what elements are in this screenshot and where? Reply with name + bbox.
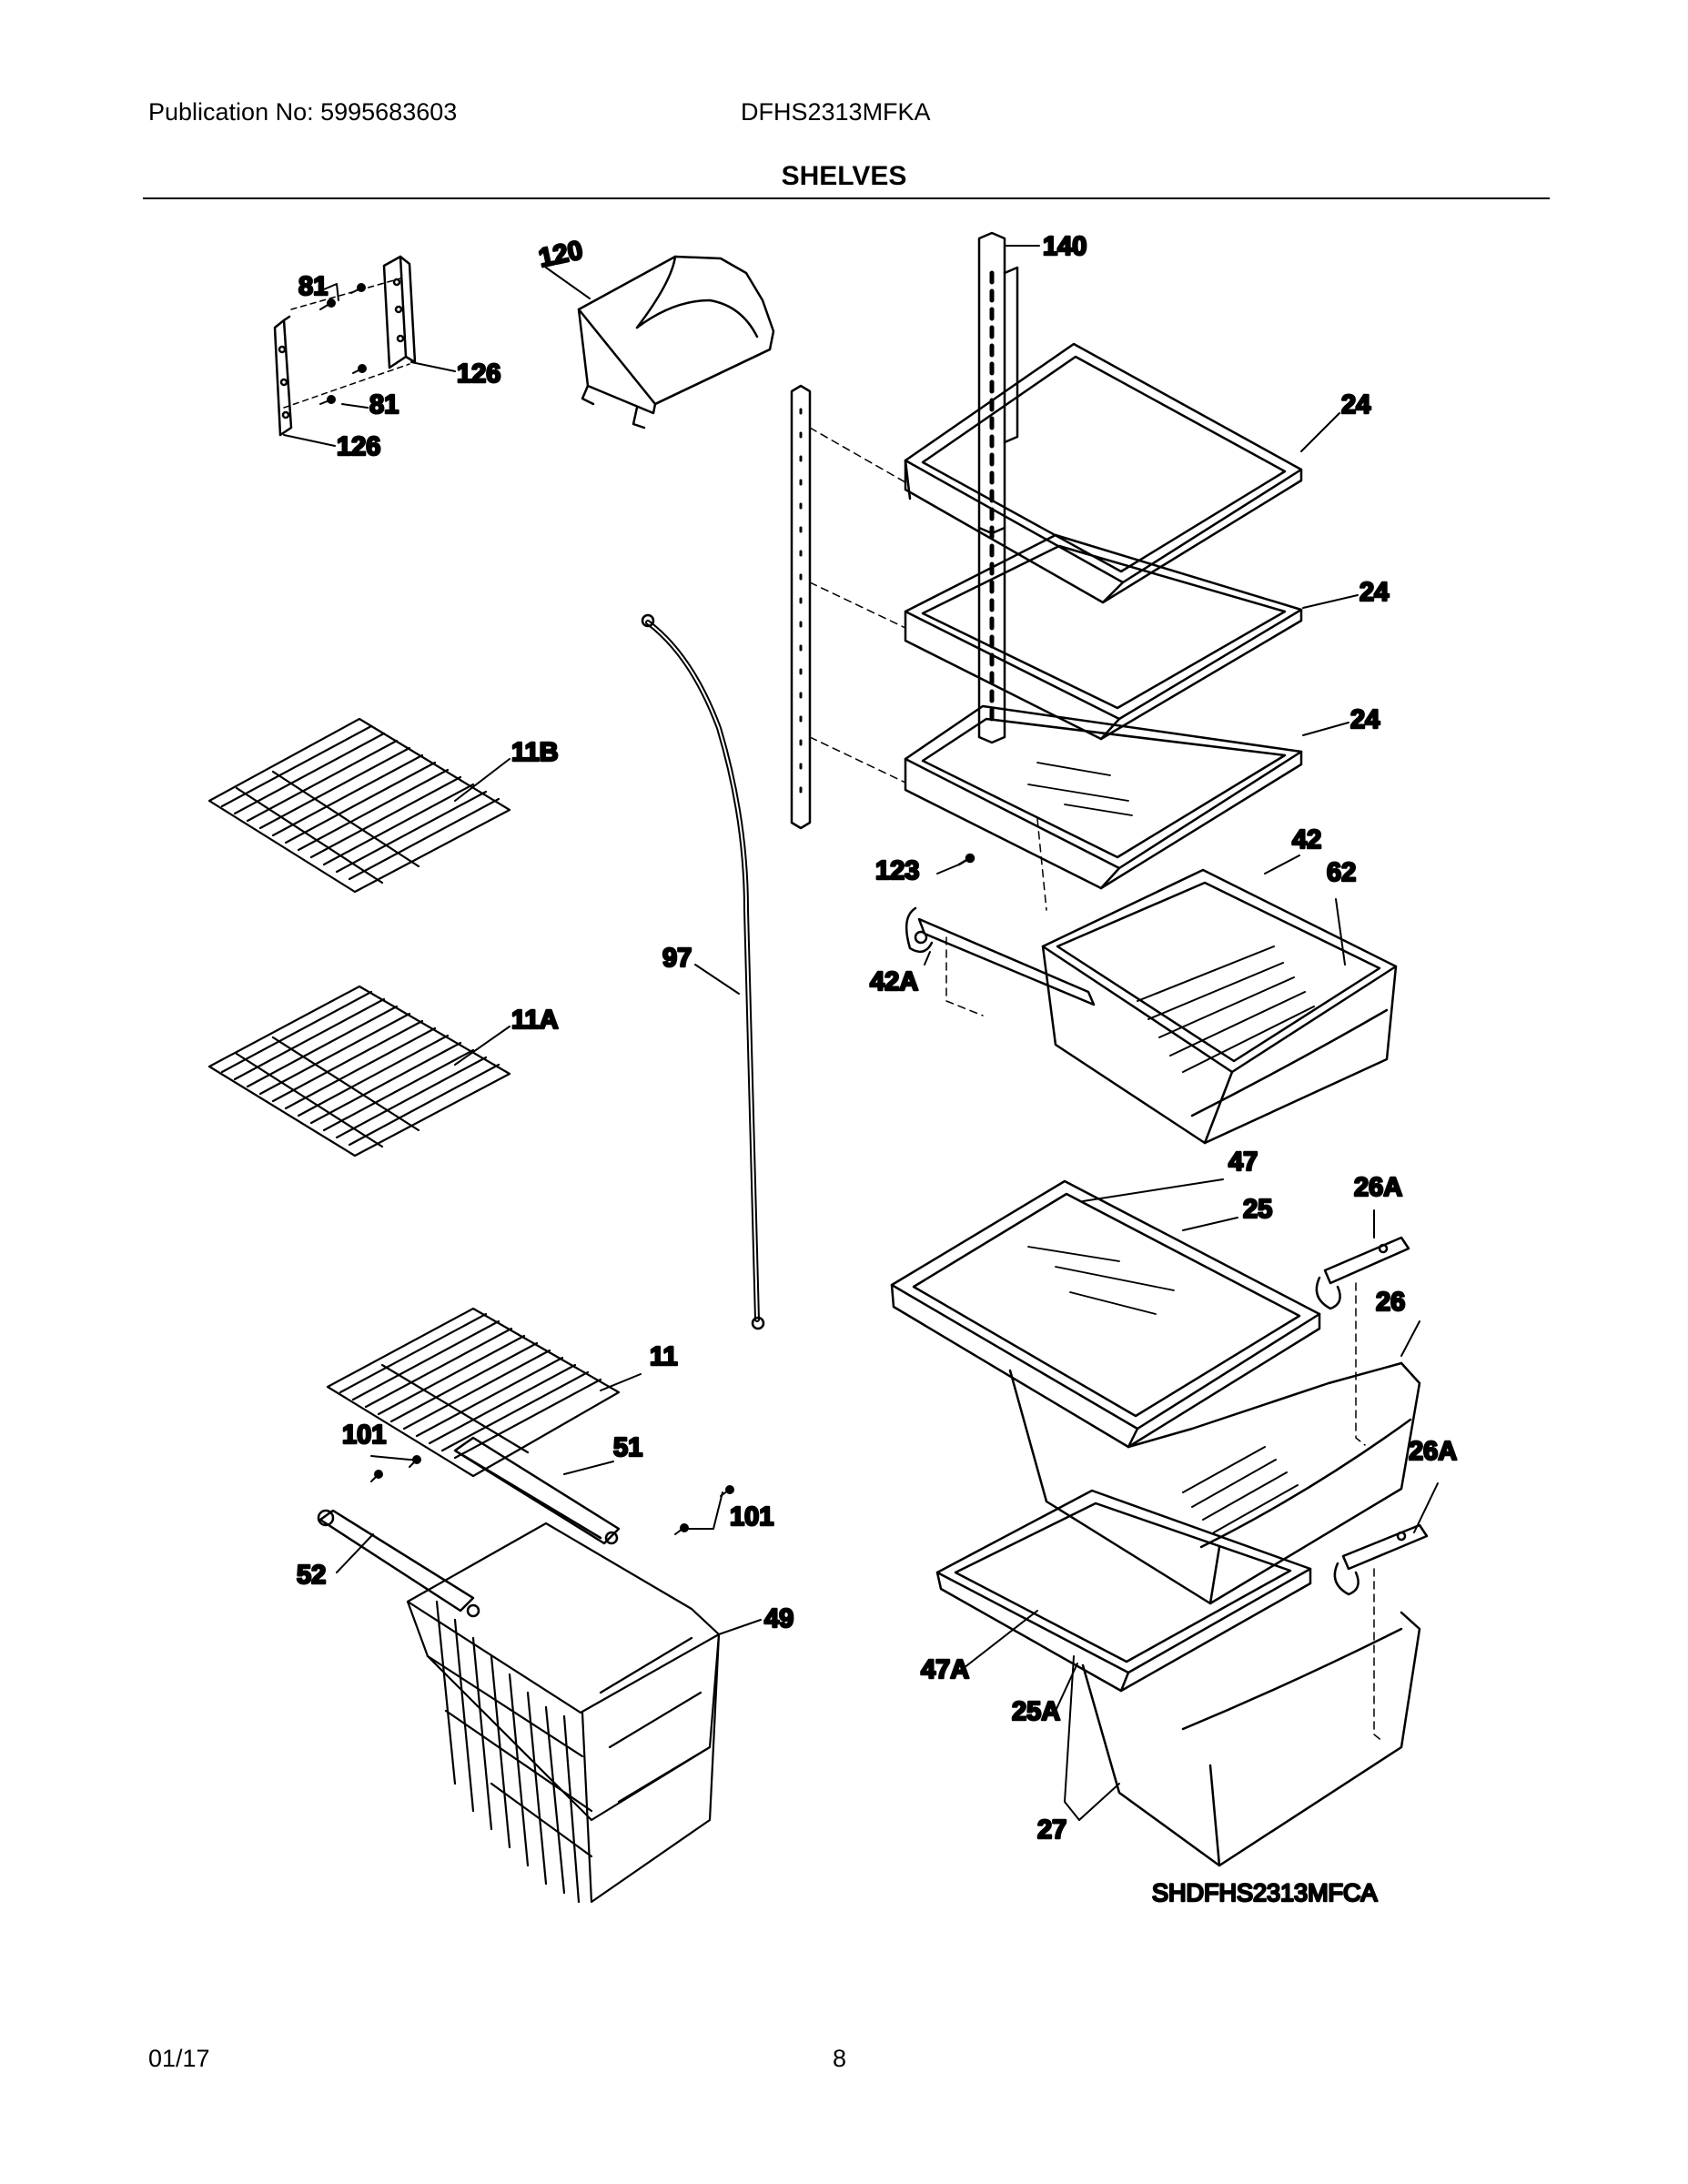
part-11A-wire-shelf [207, 985, 511, 1158]
callout-126-lower: 126 [337, 432, 380, 461]
part-27-crisper-drawer [1081, 1611, 1421, 1867]
part-97-tube [641, 613, 765, 1330]
part-120-bin [577, 255, 775, 430]
part-26A-rail-upper [1315, 1236, 1410, 1446]
part-49-wire-basket [406, 1522, 721, 1904]
callout-26A-lower: 26A [1409, 1437, 1457, 1466]
part-26-crisper-drawer [1008, 1361, 1421, 1605]
part-24-shelf-upper [904, 342, 1303, 604]
shelf-rail-left [790, 384, 906, 830]
callout-11A: 11A [511, 1006, 559, 1035]
callout-11B: 11B [511, 738, 559, 767]
part-24-shelf-lower [904, 704, 1303, 890]
model-number: DFHS2313MFKA [741, 98, 931, 126]
diagram-reference-code: SHDFHS2313MFCA [1152, 1879, 1378, 1906]
part-52-slide-rail [317, 1509, 480, 1618]
callout-24-lower: 24 [1350, 705, 1380, 734]
part-126-bracket-upper [382, 255, 417, 369]
callout-51: 51 [613, 1433, 642, 1462]
callout-81-upper: 81 [298, 272, 328, 301]
callout-101-right: 101 [730, 1502, 773, 1532]
callout-81-lower: 81 [369, 390, 399, 420]
footer-date: 01/17 [148, 2045, 210, 2072]
part-123-screw [957, 853, 975, 866]
part-51-slide-rail [453, 1436, 621, 1545]
part-140-rail [977, 231, 1019, 744]
callout-123: 123 [875, 856, 919, 885]
section-title: SHELVES [781, 161, 907, 191]
publication-number: Publication No: 5995683603 [148, 98, 458, 126]
callout-26A-upper: 26A [1354, 1173, 1402, 1202]
part-11-wire-shelf [326, 1307, 621, 1478]
callout-42: 42 [1292, 825, 1321, 854]
callout-49: 49 [764, 1604, 793, 1633]
part-81-screws [283, 278, 410, 409]
header-rule [143, 197, 1550, 199]
callout-62: 62 [1327, 858, 1356, 887]
leader-lines [283, 245, 1439, 1821]
callout-24-middle: 24 [1359, 578, 1389, 607]
callout-24-upper: 24 [1341, 390, 1370, 420]
part-101-screws [370, 1455, 734, 1535]
part-26A-rail-lower [1333, 1523, 1429, 1743]
callout-52: 52 [297, 1561, 326, 1590]
callout-11: 11 [650, 1342, 678, 1371]
page-number: 8 [833, 2045, 847, 2072]
callout-25A: 25A [1012, 1697, 1060, 1726]
part-126-bracket-lower [273, 315, 293, 437]
callout-27: 27 [1037, 1815, 1066, 1845]
part-42-slide-rail [905, 818, 1096, 1016]
callout-140: 140 [1043, 232, 1087, 261]
callout-47A: 47A [921, 1655, 969, 1684]
callout-42A: 42A [870, 967, 918, 996]
part-25-crisper-cover [890, 1179, 1321, 1449]
part-11B-wire-shelf [207, 717, 511, 894]
callout-26: 26 [1376, 1288, 1405, 1317]
part-25A-crisper-cover [935, 1489, 1312, 1693]
callout-101-left: 101 [342, 1421, 386, 1450]
callout-120: 120 [536, 236, 585, 273]
part-24-shelf-middle [904, 533, 1303, 741]
callout-97: 97 [662, 944, 692, 973]
part-62-crisper-drawer [1041, 868, 1398, 1145]
callout-25-upper: 25 [1243, 1195, 1272, 1224]
callout-126-upper: 126 [457, 359, 500, 389]
callout-47-upper: 47 [1228, 1148, 1258, 1177]
